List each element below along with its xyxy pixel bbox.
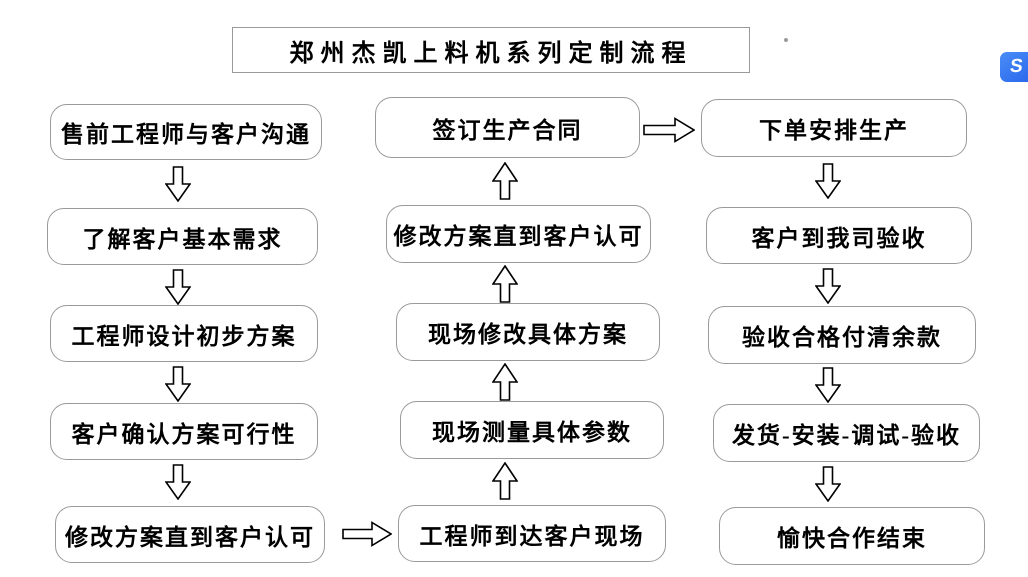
down-arrow-icon	[815, 268, 841, 304]
down-arrow-icon	[165, 464, 191, 500]
down-arrow-icon	[165, 269, 191, 305]
diagram-title: 郑州杰凯上料机系列定制流程	[232, 27, 750, 73]
flow-node-place-order-production: 下单安排生产	[701, 99, 967, 157]
flow-node-confirm-feasibility: 客户确认方案可行性	[50, 403, 318, 460]
flow-node-onsite-revise-plan: 现场修改具体方案	[396, 303, 660, 361]
right-arrow-icon	[342, 521, 392, 547]
flow-node-pay-balance: 验收合格付清余款	[708, 306, 976, 364]
up-arrow-icon	[492, 462, 518, 500]
up-arrow-icon	[492, 363, 518, 401]
flow-node-revise-until-approved-1: 修改方案直到客户认可	[55, 506, 325, 563]
flow-node-sign-contract: 签订生产合同	[375, 97, 640, 158]
flow-node-presale-communication: 售前工程师与客户沟通	[50, 104, 322, 160]
down-arrow-icon	[165, 166, 191, 202]
stray-dot	[784, 38, 788, 42]
down-arrow-icon	[165, 366, 191, 402]
up-arrow-icon	[492, 265, 518, 303]
flow-node-happy-cooperation-end: 愉快合作结束	[719, 507, 985, 565]
flow-node-onsite-measure-params: 现场测量具体参数	[400, 401, 664, 459]
flow-node-understand-needs: 了解客户基本需求	[47, 208, 318, 265]
flow-node-engineer-arrives: 工程师到达客户现场	[398, 505, 666, 562]
down-arrow-icon	[815, 367, 841, 403]
up-arrow-icon	[492, 162, 518, 200]
flow-node-initial-design: 工程师设计初步方案	[50, 305, 318, 362]
down-arrow-icon	[815, 163, 841, 199]
down-arrow-icon	[815, 466, 841, 502]
flow-node-ship-install-debug: 发货-安装-调试-验收	[713, 404, 980, 462]
s-logo-icon: S	[1008, 56, 1024, 77]
right-arrow-icon	[643, 117, 695, 143]
flow-node-revise-until-approved-2: 修改方案直到客户认可	[386, 205, 651, 263]
flow-node-customer-acceptance: 客户到我司验收	[706, 207, 972, 264]
floating-widget-button[interactable]: S	[1000, 52, 1028, 82]
